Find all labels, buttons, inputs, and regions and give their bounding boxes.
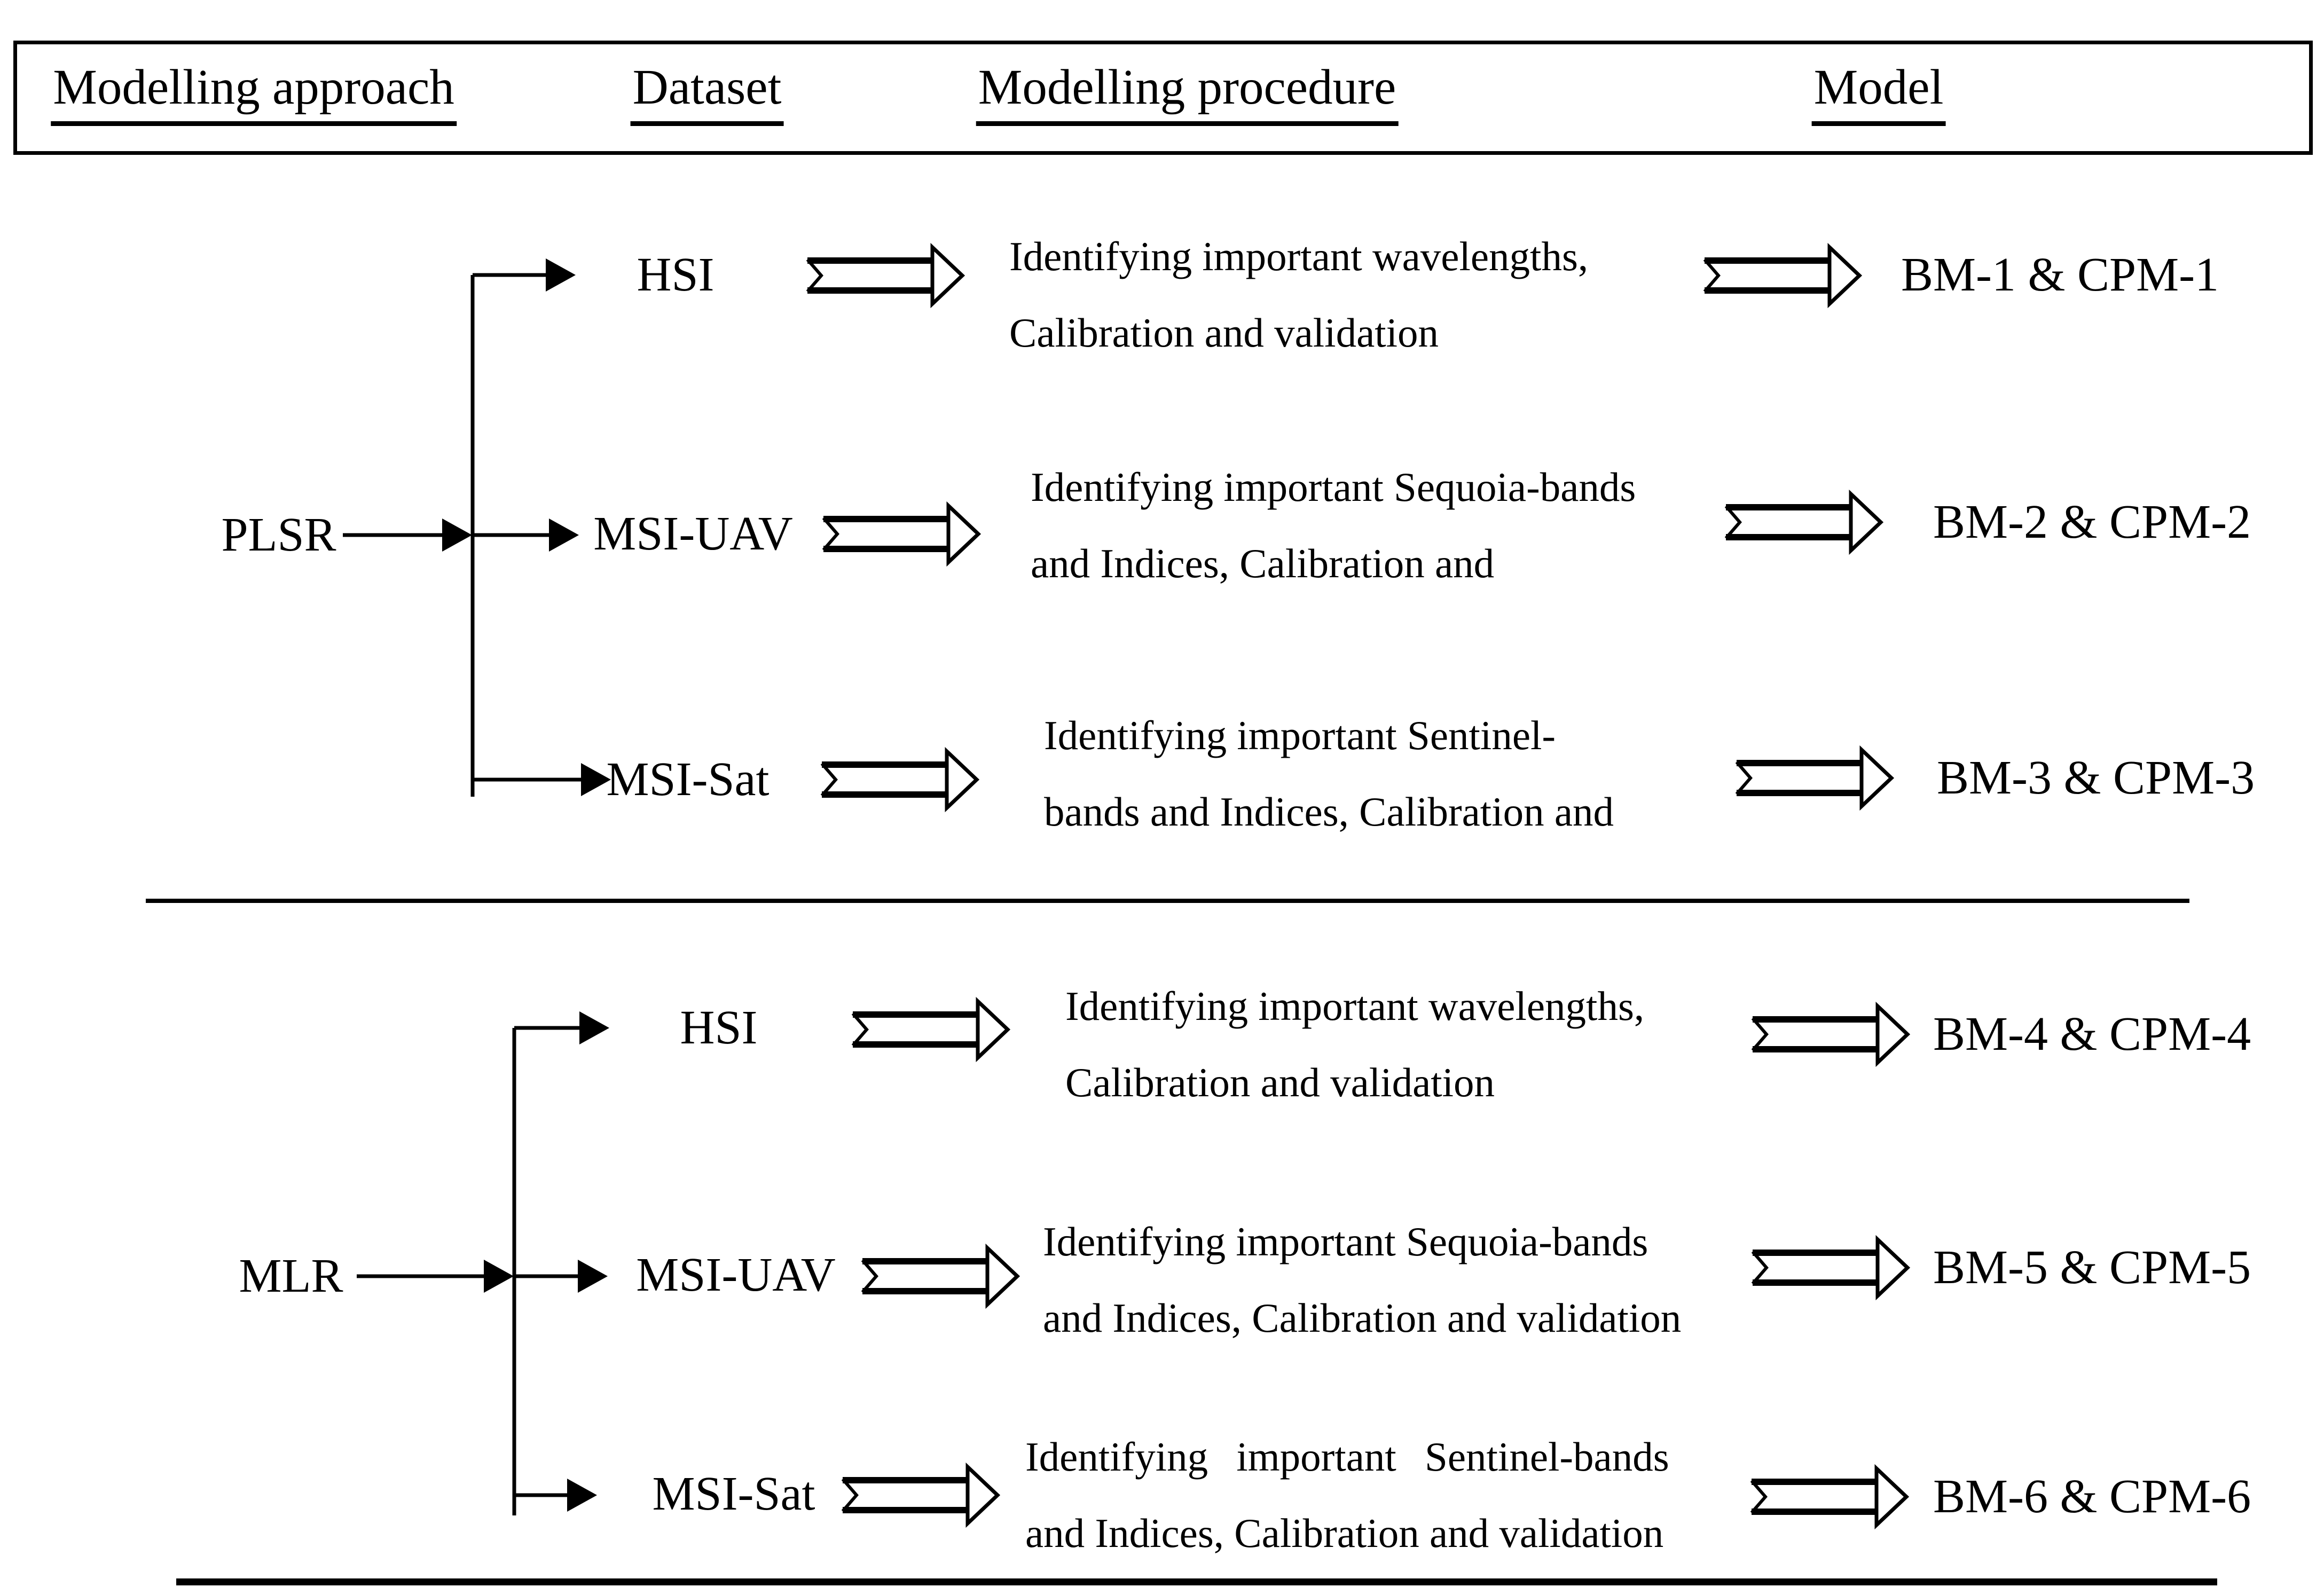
group-divider-line [146,899,2189,903]
plsr-hsi-model-arrow [1705,247,1859,304]
column-header-modelling-procedure: Modelling procedure [976,59,1399,126]
procedure-line: bands and Indices, Calibration and [1044,789,1614,835]
model-label-bm1: BM-1 & CPM-1 [1901,248,2219,301]
column-header-dataset: Dataset [630,59,784,126]
procedure-line: Identifying important Sentinel-bands [1025,1434,1669,1480]
model-label-bm3: BM-3 & CPM-3 [1937,751,2255,804]
mlr-hsi-model-arrow [1753,1006,1907,1063]
plsr-msi-sat-model-arrow [1737,750,1891,806]
procedure-line: Identifying important Sequoia-bands [1043,1219,1648,1264]
mlr-branch-hsi-arrowhead [579,1011,609,1044]
procedure-line: Identifying important Sentinel- [1044,712,1556,758]
dataset-label-msi-sat: MSI-Sat [606,753,770,806]
dataset-label-msi-sat-mlr: MSI-Sat [652,1467,815,1520]
mlr-msi-uav-procedure-arrow [862,1248,1017,1305]
mlr-branch-msi-sat-arrowhead [567,1479,597,1512]
plsr-branch-msi-uav-arrowhead [549,518,579,552]
procedure-line: Identifying important wavelengths, [1065,983,1645,1029]
procedure-line: Calibration and validation [1009,310,1439,356]
dataset-label-msi-uav-mlr: MSI-UAV [636,1248,836,1301]
procedure-line: and Indices, Calibration and validation [1043,1295,1682,1341]
plsr-feeder-arrowhead [442,518,472,552]
dataset-label-hsi: HSI [637,248,715,301]
mlr-branch-msi-uav-arrowhead [578,1260,608,1293]
dataset-label-hsi-mlr: HSI [680,1001,758,1054]
procedure-line: and Indices, Calibration and [1031,540,1495,586]
model-label-bm4: BM-4 & CPM-4 [1933,1008,2251,1060]
mlr-hsi-procedure-arrow [853,1001,1008,1058]
mlr-msi-sat-procedure-arrow [843,1467,998,1523]
header-box [13,41,2313,155]
plsr-msi-sat-procedure-arrow [822,751,977,808]
approach-label-plsr: PLSR [221,508,336,561]
procedure-text-row2: Identifying important Sequoia-bands and … [1031,449,1636,602]
mlr-feeder-arrowhead [484,1260,514,1293]
procedure-text-row3: Identifying important Sentinel- bands an… [1044,697,1614,850]
procedure-text-row4: Identifying important wavelengths, Calib… [1065,968,1644,1121]
column-header-model: Model [1811,59,1946,126]
bottom-rule [176,1578,2217,1585]
mlr-msi-sat-model-arrow [1752,1468,1906,1525]
model-label-bm2: BM-2 & CPM-2 [1933,496,2251,548]
column-header-modelling-approach: Modelling approach [51,59,457,126]
plsr-hsi-procedure-arrow [807,247,962,304]
procedure-text-row5: Identifying important Sequoia-bands and … [1043,1204,1681,1356]
mlr-msi-uav-model-arrow [1753,1239,1907,1296]
procedure-line: Identifying important Sequoia-bands [1031,464,1636,510]
dataset-label-msi-uav: MSI-UAV [593,507,793,560]
procedure-text-row1: Identifying important wavelengths, Calib… [1009,218,1588,371]
plsr-msi-uav-model-arrow [1726,494,1881,551]
procedure-line: and Indices, Calibration and validation [1025,1510,1664,1556]
plsr-msi-uav-procedure-arrow [823,506,978,562]
model-label-bm6: BM-6 & CPM-6 [1933,1470,2251,1523]
model-label-bm5: BM-5 & CPM-5 [1933,1241,2251,1294]
approach-label-mlr: MLR [239,1250,343,1302]
plsr-branch-hsi-arrowhead [546,258,576,292]
procedure-text-row6: Identifying important Sentinel-bands and… [1025,1419,1669,1572]
procedure-line: Calibration and validation [1065,1059,1495,1105]
procedure-line: Identifying important wavelengths, [1009,233,1589,279]
